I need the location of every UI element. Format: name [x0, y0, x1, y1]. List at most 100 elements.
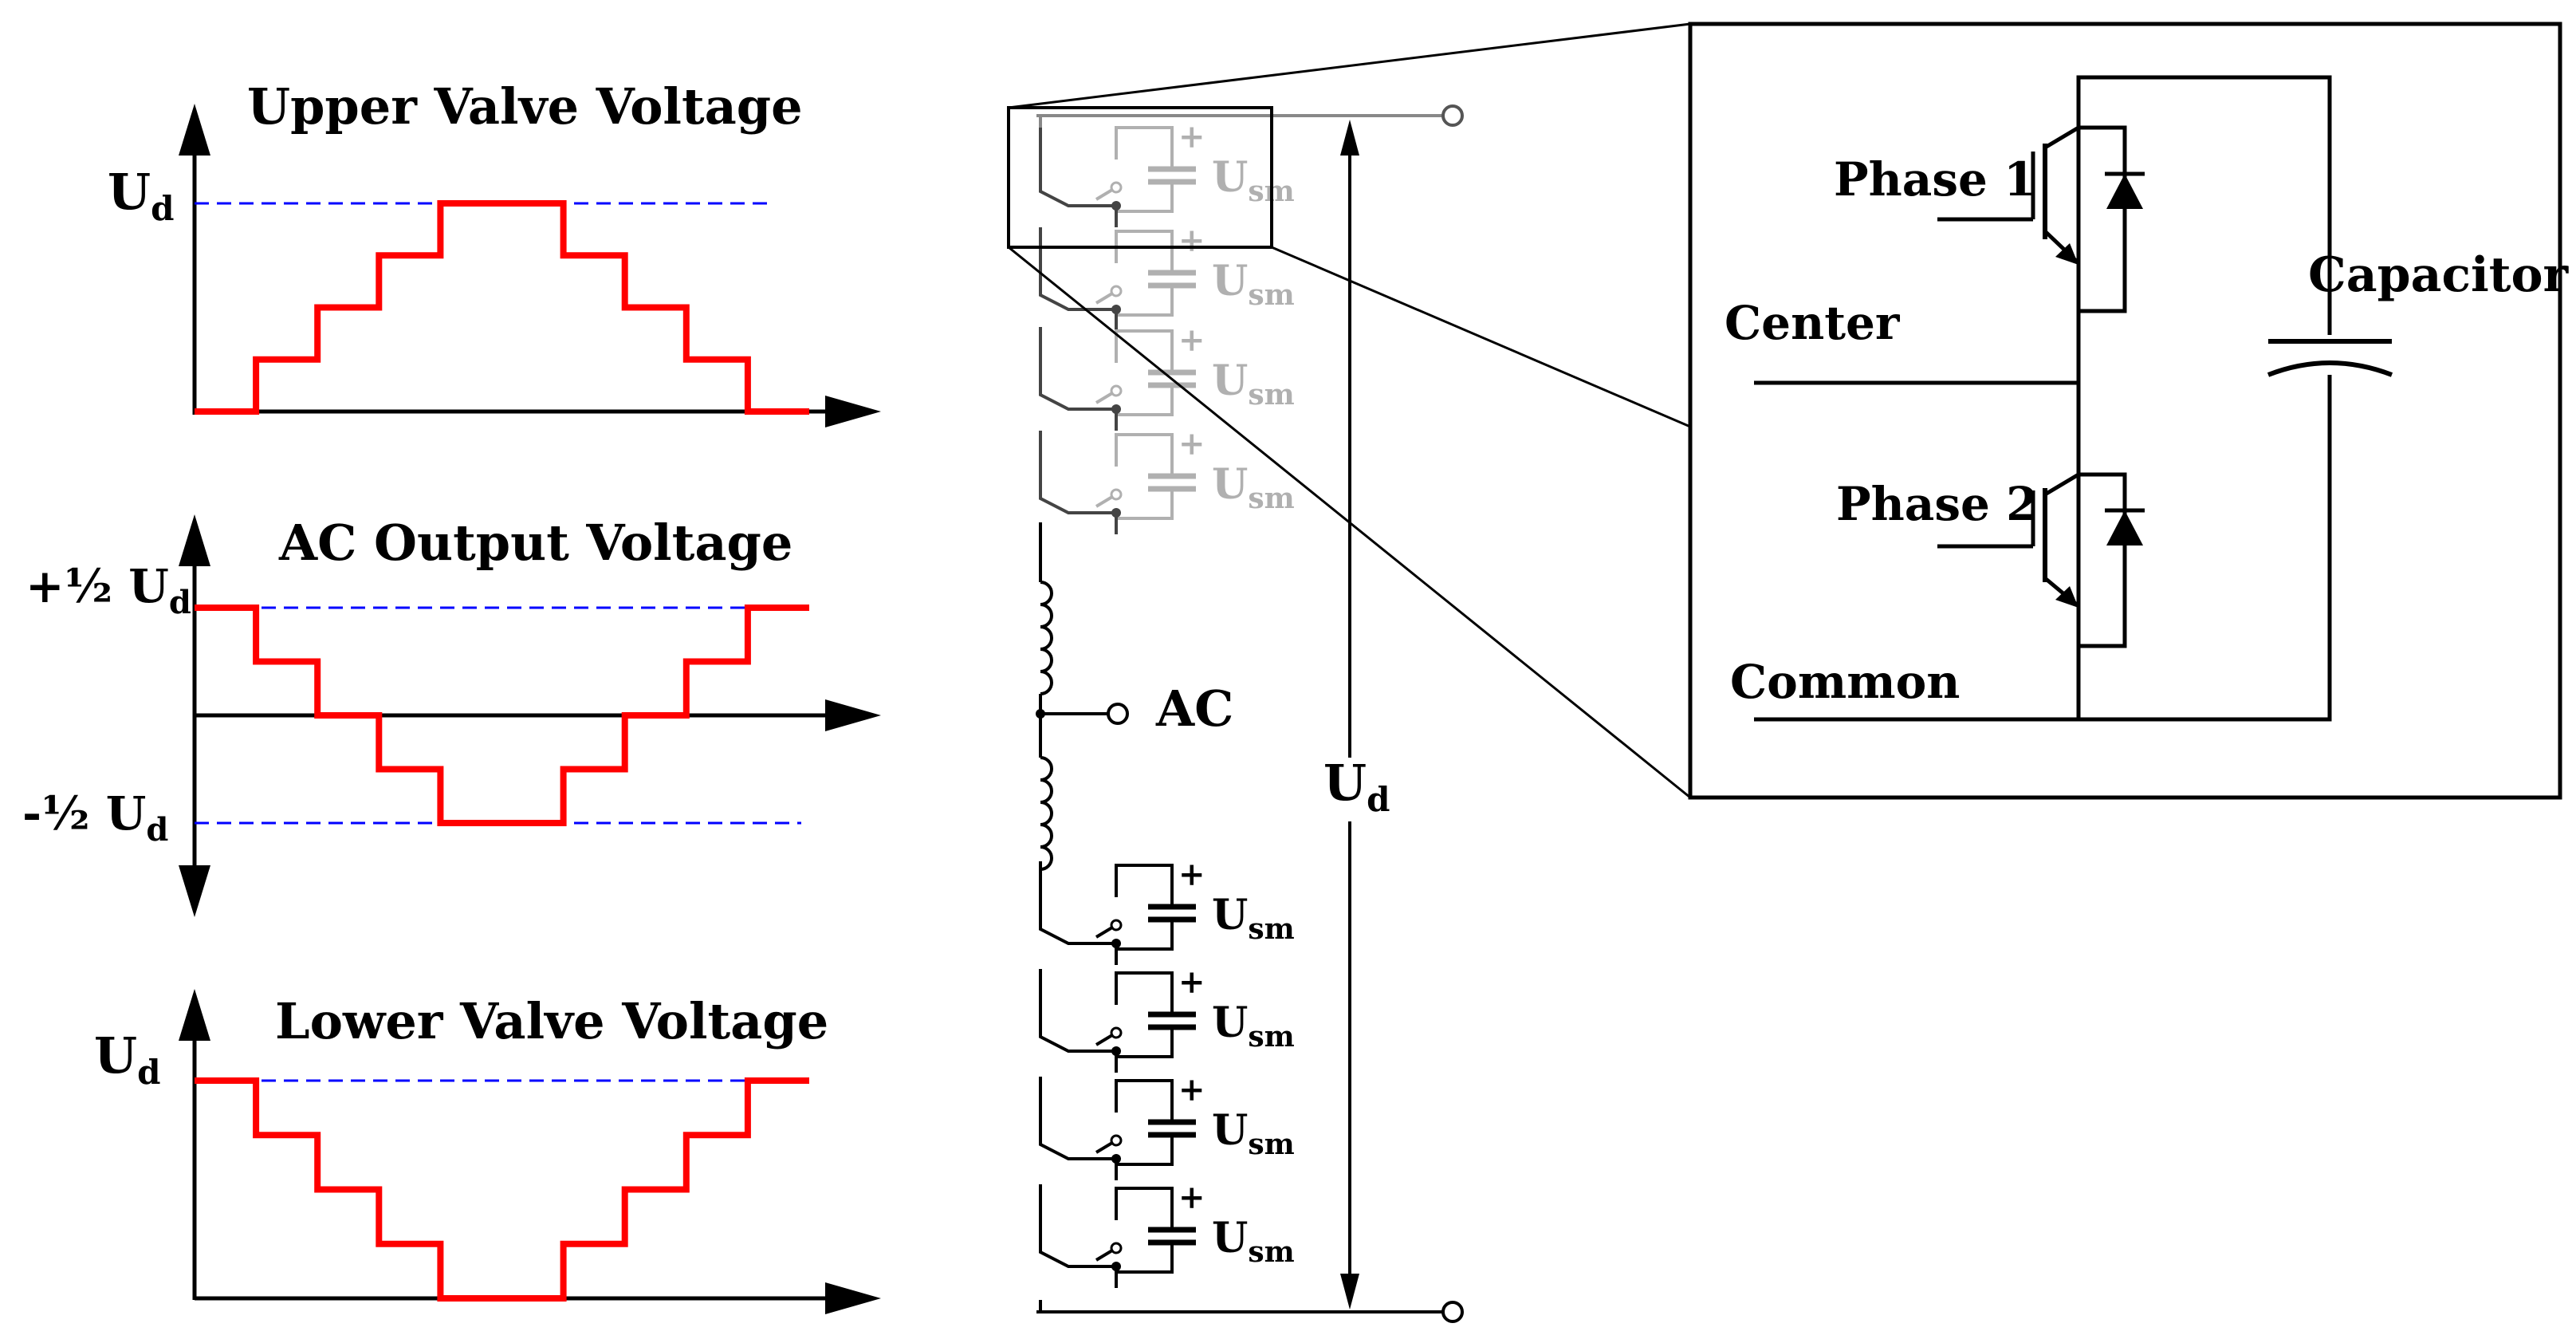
submodule-switch-contact: [1110, 488, 1123, 501]
lower-valve-waveform: [195, 1077, 809, 1302]
submodule-plus-sign: +: [1178, 222, 1205, 259]
ac-neg-label: -½ Ud: [22, 786, 168, 849]
upper-arm-reactor: [1040, 581, 1053, 695]
submodule-label: Usm: [1212, 891, 1295, 946]
submodule-label-sub: sm: [1248, 378, 1294, 412]
upper-x-arrow: [825, 396, 881, 427]
positive-bus: [2076, 75, 2332, 379]
submodule-right-wire: [1116, 1136, 1174, 1166]
upper-valve-waveform: [195, 200, 809, 415]
lower-x-arrow: [825, 1282, 881, 1314]
dc-voltage-span: Ud: [1036, 104, 1464, 1323]
submodule-top-wire: [1115, 1187, 1174, 1228]
zoom-line-top: [1008, 22, 1691, 109]
ac-y-arrow-down: [179, 865, 210, 917]
submodule-left-wire: [1039, 1077, 1116, 1160]
upper-valve-panel: Upper Valve Voltage Ud: [108, 77, 881, 427]
submodule-label-main: U: [1212, 891, 1248, 939]
upper-submodule-2: +Usm: [1039, 222, 1295, 331]
submodule-node: [1111, 939, 1121, 948]
submodule-left-wire: [1039, 969, 1116, 1053]
ac-output-panel: AC Output Voltage +½ Ud -½ Ud: [22, 514, 881, 917]
igbt2-emitter-arrow: [2055, 586, 2078, 608]
submodule-right-wire: [1116, 1244, 1174, 1274]
lower-y-arrow: [179, 989, 210, 1041]
igbt1-emitter-arrow: [2055, 243, 2078, 265]
submodule-switch-contact: [1110, 181, 1123, 194]
submodule-label-main: U: [1212, 1106, 1248, 1155]
top-terminal: [1441, 104, 1464, 127]
submodule-plus-sign: +: [1178, 963, 1205, 1001]
submodule-plus-sign: +: [1178, 118, 1205, 156]
lower-submodule-2: +Usm: [1039, 963, 1295, 1073]
submodule-left-wire: [1039, 124, 1116, 207]
submodule-label: Usm: [1212, 1214, 1295, 1269]
submodule-switch-contact: [1110, 1242, 1123, 1254]
submodule-node: [1111, 201, 1121, 211]
submodule-top-wire: [1115, 433, 1174, 475]
submodule-switch-contact: [1110, 384, 1123, 397]
submodule-right-wire: [1116, 490, 1174, 520]
ud-label-bg: [1319, 758, 1383, 821]
diode1-wire: [2078, 125, 2127, 313]
submodule-label-sub: sm: [1248, 482, 1294, 515]
ud-arrow-bottom: [1340, 1274, 1359, 1310]
submodule-label-sub: sm: [1248, 912, 1294, 946]
submodule-label: Usm: [1212, 153, 1295, 208]
igbt2-emitter: [2043, 577, 2081, 646]
submodule-label-main: U: [1212, 460, 1248, 509]
lower-submodule-3: +Usm: [1039, 1071, 1295, 1180]
ud-label: Ud: [1323, 754, 1390, 819]
phase2-label: Phase 2: [1836, 477, 2038, 531]
submodule-switch-contact: [1110, 1026, 1123, 1039]
submodule-node: [1111, 1046, 1121, 1056]
upper-submodule-1: +Usm: [1039, 118, 1295, 227]
capacitor-label: Capacitor: [2308, 247, 2570, 303]
phase1-label: Phase 1: [1834, 152, 2035, 207]
submodule-label-sub: sm: [1248, 1235, 1294, 1269]
capacitor-plate-bottom: [2267, 360, 2393, 377]
submodule-right-wire: [1116, 287, 1174, 317]
submodule-label-main: U: [1212, 998, 1248, 1047]
submodule-top-wire: [1115, 1079, 1174, 1120]
ac-terminal: [1107, 703, 1129, 725]
lower-valve-title: Lower Valve Voltage: [275, 992, 828, 1050]
submodule-node: [1111, 508, 1121, 518]
submodule-label-sub: sm: [1248, 1128, 1294, 1161]
ac-output-title: AC Output Voltage: [278, 514, 792, 572]
submodule-detail: Capacitor Phase 1 Center: [1688, 22, 2570, 800]
diode2: [2106, 510, 2143, 545]
submodule-node: [1111, 305, 1121, 314]
submodule-plus-sign: +: [1178, 1179, 1205, 1216]
submodule-node: [1111, 404, 1121, 414]
submodule-left-wire: [1039, 431, 1116, 514]
zoom-line-mid: [1271, 246, 1691, 428]
submodule-label: Usm: [1212, 998, 1295, 1054]
submodule-top-wire: [1115, 864, 1174, 905]
submodule-left-wire: [1039, 327, 1116, 411]
ac-label: AC: [1155, 679, 1233, 738]
lower-ud-label: Ud: [94, 1026, 160, 1092]
lower-arm-reactor: [1040, 756, 1053, 871]
upper-y-arrow: [179, 104, 210, 156]
submodule-right-wire: [1116, 921, 1174, 951]
submodule-right-wire: [1116, 183, 1174, 213]
igbt-phase-2: Phase 2: [1836, 455, 2145, 648]
submodule-plus-sign: +: [1178, 321, 1205, 359]
submodule-label-main: U: [1212, 1214, 1248, 1262]
submodule-label-sub: sm: [1248, 1020, 1294, 1054]
common-label: Common: [1730, 655, 1960, 709]
submodule-left-wire: [1039, 1184, 1116, 1268]
submodule-label-main: U: [1212, 257, 1248, 305]
upper-submodule-4: +Usm: [1039, 425, 1295, 534]
submodule-switch-contact: [1110, 285, 1123, 297]
submodule-label-sub: sm: [1248, 278, 1294, 312]
lower-submodule-4: +Usm: [1039, 1179, 1295, 1288]
submodule-label-main: U: [1212, 153, 1248, 202]
submodule-label-main: U: [1212, 356, 1248, 405]
submodule-right-wire: [1116, 387, 1174, 416]
submodule-right-wire: [1116, 1029, 1174, 1058]
igbt-phase-1: Phase 1: [1834, 77, 2145, 313]
zoom-line-bottom: [1008, 246, 1691, 799]
